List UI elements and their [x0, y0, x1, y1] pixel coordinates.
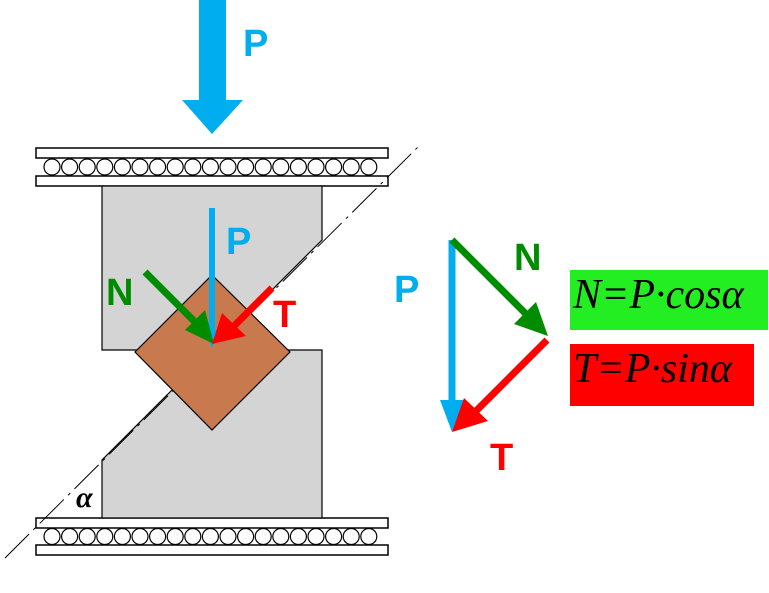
roller [237, 527, 255, 546]
formula-normal: N=P·cosα [572, 272, 744, 318]
roller [149, 158, 167, 176]
roller [166, 527, 184, 546]
force-triangle [440, 237, 550, 432]
roller [219, 158, 237, 176]
roller [184, 158, 202, 176]
formula-tangent: T=P·sinα [573, 346, 733, 392]
roller [307, 158, 325, 176]
roller [96, 158, 114, 176]
roller [289, 527, 307, 546]
normal-left-label: N [106, 272, 133, 314]
roller [342, 527, 360, 546]
specimen-square [134, 274, 291, 431]
inner-force-label: P [226, 221, 251, 263]
tangent-left-label: T [273, 294, 296, 336]
top-load-arrow [182, 0, 243, 134]
roller [78, 527, 96, 546]
roller [131, 158, 149, 176]
roller [360, 527, 378, 546]
roller [96, 527, 114, 546]
roller [325, 158, 343, 176]
triangle-p-label: P [394, 269, 419, 311]
roller [272, 158, 290, 176]
roller [149, 527, 167, 546]
roller [342, 158, 360, 176]
roller-row-bottom [43, 527, 378, 546]
roller [113, 158, 132, 176]
roller [360, 158, 378, 176]
roller [254, 527, 272, 546]
bottom-roller-plate [35, 517, 389, 556]
roller [43, 158, 61, 176]
formula-normal-box [570, 270, 768, 330]
roller [272, 527, 290, 546]
roller [166, 158, 184, 176]
roller [60, 527, 79, 546]
top-force-label: P [243, 23, 268, 65]
roller [307, 527, 325, 546]
triangle-n-label: N [514, 237, 541, 279]
normal-force-arrow [142, 269, 214, 344]
roller [113, 527, 132, 546]
tangent-force-arrow [212, 285, 275, 344]
formula-tangent-box [570, 344, 754, 406]
lower-block [101, 349, 323, 519]
roller [325, 527, 343, 546]
roller [201, 158, 219, 176]
roller [237, 158, 255, 176]
roller [201, 527, 219, 546]
top-roller-plate [35, 147, 389, 187]
roller [254, 158, 272, 176]
roller [289, 158, 307, 176]
triangle-t-label: T [490, 437, 513, 479]
roller [43, 527, 61, 546]
roller [184, 527, 202, 546]
roller [131, 527, 149, 546]
roller [219, 527, 237, 546]
roller [60, 158, 79, 176]
roller-row-top [43, 158, 378, 176]
alpha-label: α [76, 481, 93, 514]
roller [78, 158, 96, 176]
